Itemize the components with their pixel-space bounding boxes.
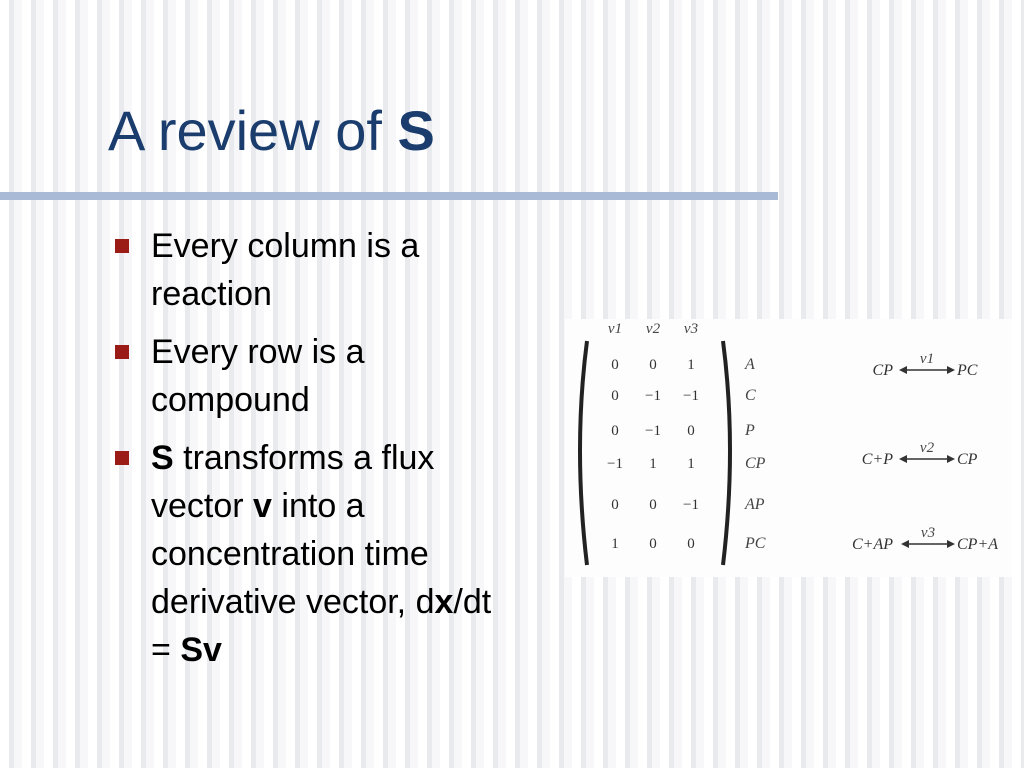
matrix-column-header: ν1 xyxy=(608,321,622,337)
bullet-bold-text: x xyxy=(434,583,454,621)
bullet-item: S transforms a flux vector v into a conc… xyxy=(115,434,495,674)
bullet-text: Every column is a reaction xyxy=(151,227,420,313)
reaction-flux-label: ν1 xyxy=(920,351,934,367)
matrix-cell: 0 xyxy=(687,423,695,439)
bullet-item: Every column is a reaction xyxy=(115,222,495,318)
reaction-right-side: CP xyxy=(957,451,978,468)
matrix-column-header: ν2 xyxy=(646,321,661,337)
reaction-left-side: C+P xyxy=(862,451,893,468)
matrix-row-label: PC xyxy=(744,535,766,552)
matrix-column-header: ν3 xyxy=(684,321,698,337)
matrix-cell: 0 xyxy=(611,497,619,513)
arrow-left-head-icon xyxy=(899,455,907,463)
matrix-cell: 1 xyxy=(687,456,695,472)
reaction-right-side: PC xyxy=(956,362,978,379)
arrow-left-head-icon xyxy=(901,540,909,548)
matrix-row-label: CP xyxy=(745,455,766,472)
matrix-cell: 0 xyxy=(611,423,619,439)
bullet-text: transforms a flux vector xyxy=(151,439,435,525)
matrix-row-label: A xyxy=(744,356,755,373)
arrow-left-head-icon xyxy=(899,366,907,374)
bullet-bold-text: S xyxy=(151,439,174,477)
matrix-cell: −1 xyxy=(683,388,699,404)
matrix-cell: 1 xyxy=(649,456,657,472)
matrix-row-label: P xyxy=(744,422,755,439)
matrix-row-label: AP xyxy=(744,496,765,513)
bullet-text: Every row is a compound xyxy=(151,333,365,419)
arrow-right-head-icon xyxy=(947,540,955,548)
arrow-right-head-icon xyxy=(947,366,955,374)
matrix-cell: −1 xyxy=(645,388,661,404)
matrix-cell: −1 xyxy=(645,423,661,439)
matrix-cell: 0 xyxy=(649,536,657,552)
reaction-flux-label: ν3 xyxy=(921,525,935,541)
slide-title: A review of S xyxy=(108,103,435,159)
matrix-left-bracket xyxy=(578,340,589,566)
matrix-cell: −1 xyxy=(683,497,699,513)
matrix-cell: 1 xyxy=(687,357,695,373)
title-divider xyxy=(0,192,778,200)
reaction-left-side: CP xyxy=(873,362,894,379)
matrix-cell: 1 xyxy=(611,536,619,552)
bullet-bold-text: Sv xyxy=(180,631,222,669)
matrix-cell: 0 xyxy=(611,388,619,404)
matrix-right-bracket xyxy=(721,340,732,566)
bullet-item: Every row is a compound xyxy=(115,328,495,424)
matrix-cell: −1 xyxy=(607,456,623,472)
reaction-flux-label: ν2 xyxy=(920,440,935,456)
bullet-bold-text: v xyxy=(253,487,272,525)
matrix-cell: 0 xyxy=(687,536,695,552)
reaction-right-side: CP+A xyxy=(957,536,998,553)
bullet-text: into a concentration time derivative vec… xyxy=(151,487,435,621)
bullet-text: /dt = xyxy=(151,583,492,669)
bullet-square-icon xyxy=(115,239,129,253)
bullet-square-icon xyxy=(115,451,129,465)
bullet-square-icon xyxy=(115,345,129,359)
reaction-list: CP PC ν1C+P CP ν2C+AP CP+A ν3 xyxy=(852,351,998,553)
matrix-row-label: C xyxy=(745,387,756,404)
matrix-cell: 0 xyxy=(611,357,619,373)
matrix-cell: 0 xyxy=(649,497,657,513)
arrow-right-head-icon xyxy=(947,455,955,463)
matrix-cell: 0 xyxy=(649,357,657,373)
reaction-left-side: C+AP xyxy=(852,536,893,553)
title-text: A review of xyxy=(108,99,398,162)
title-bold-s: S xyxy=(397,99,435,162)
